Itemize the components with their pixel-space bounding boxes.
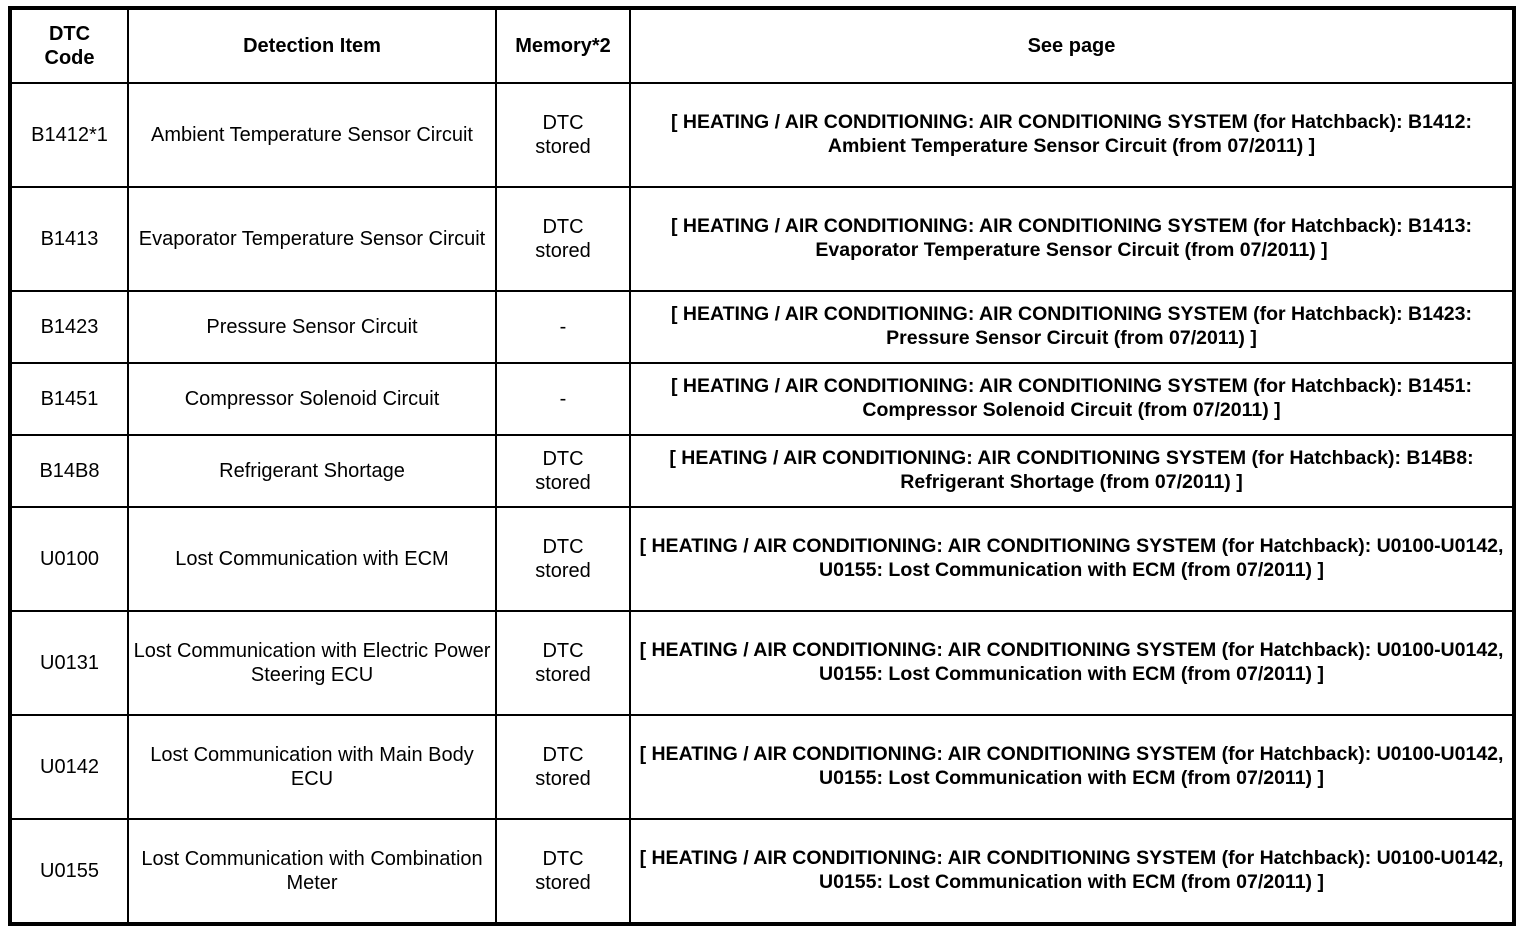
cell-dtc-code: B1423 (9, 290, 129, 364)
table-body: B1412*1 Ambient Temperature Sensor Circu… (9, 82, 1515, 925)
table-row: U0155 Lost Communication with Combinatio… (9, 818, 1515, 925)
cell-detection-item: Evaporator Temperature Sensor Circuit (127, 186, 497, 292)
cell-detection-item: Ambient Temperature Sensor Circuit (127, 82, 497, 188)
column-header-see-page: See page (629, 7, 1515, 84)
table-row: B1423 Pressure Sensor Circuit - [ HEATIN… (9, 290, 1515, 364)
cell-detection-item: Lost Communication with Combination Mete… (127, 818, 497, 925)
cell-detection-item: Lost Communication with ECM (127, 506, 497, 612)
cell-detection-item: Lost Communication with Main Body ECU (127, 714, 497, 820)
cell-dtc-code: U0131 (9, 610, 129, 716)
table-row: B1412*1 Ambient Temperature Sensor Circu… (9, 82, 1515, 188)
cell-memory: - (495, 290, 631, 364)
cell-dtc-code: B14B8 (9, 434, 129, 508)
cell-see-page: [ HEATING / AIR CONDITIONING: AIR CONDIT… (629, 434, 1515, 508)
cell-detection-item: Compressor Solenoid Circuit (127, 362, 497, 436)
cell-see-page: [ HEATING / AIR CONDITIONING: AIR CONDIT… (629, 186, 1515, 292)
cell-dtc-code: B1413 (9, 186, 129, 292)
table-row: B1413 Evaporator Temperature Sensor Circ… (9, 186, 1515, 292)
cell-detection-item: Pressure Sensor Circuit (127, 290, 497, 364)
cell-dtc-code: B1451 (9, 362, 129, 436)
table-row: U0142 Lost Communication with Main Body … (9, 714, 1515, 820)
cell-dtc-code: U0100 (9, 506, 129, 612)
cell-see-page: [ HEATING / AIR CONDITIONING: AIR CONDIT… (629, 506, 1515, 612)
cell-dtc-code: B1412*1 (9, 82, 129, 188)
column-header-memory: Memory*2 (495, 7, 631, 84)
cell-memory: - (495, 362, 631, 436)
column-header-detection-item: Detection Item (127, 7, 497, 84)
cell-detection-item: Refrigerant Shortage (127, 434, 497, 508)
cell-see-page: [ HEATING / AIR CONDITIONING: AIR CONDIT… (629, 290, 1515, 364)
cell-see-page: [ HEATING / AIR CONDITIONING: AIR CONDIT… (629, 82, 1515, 188)
table-row: B1451 Compressor Solenoid Circuit - [ HE… (9, 362, 1515, 436)
table-row: U0131 Lost Communication with Electric P… (9, 610, 1515, 716)
cell-dtc-code: U0155 (9, 818, 129, 925)
cell-see-page: [ HEATING / AIR CONDITIONING: AIR CONDIT… (629, 714, 1515, 820)
cell-see-page: [ HEATING / AIR CONDITIONING: AIR CONDIT… (629, 610, 1515, 716)
cell-see-page: [ HEATING / AIR CONDITIONING: AIR CONDIT… (629, 818, 1515, 925)
cell-dtc-code: U0142 (9, 714, 129, 820)
cell-see-page: [ HEATING / AIR CONDITIONING: AIR CONDIT… (629, 362, 1515, 436)
cell-detection-item: Lost Communication with Electric Power S… (127, 610, 497, 716)
